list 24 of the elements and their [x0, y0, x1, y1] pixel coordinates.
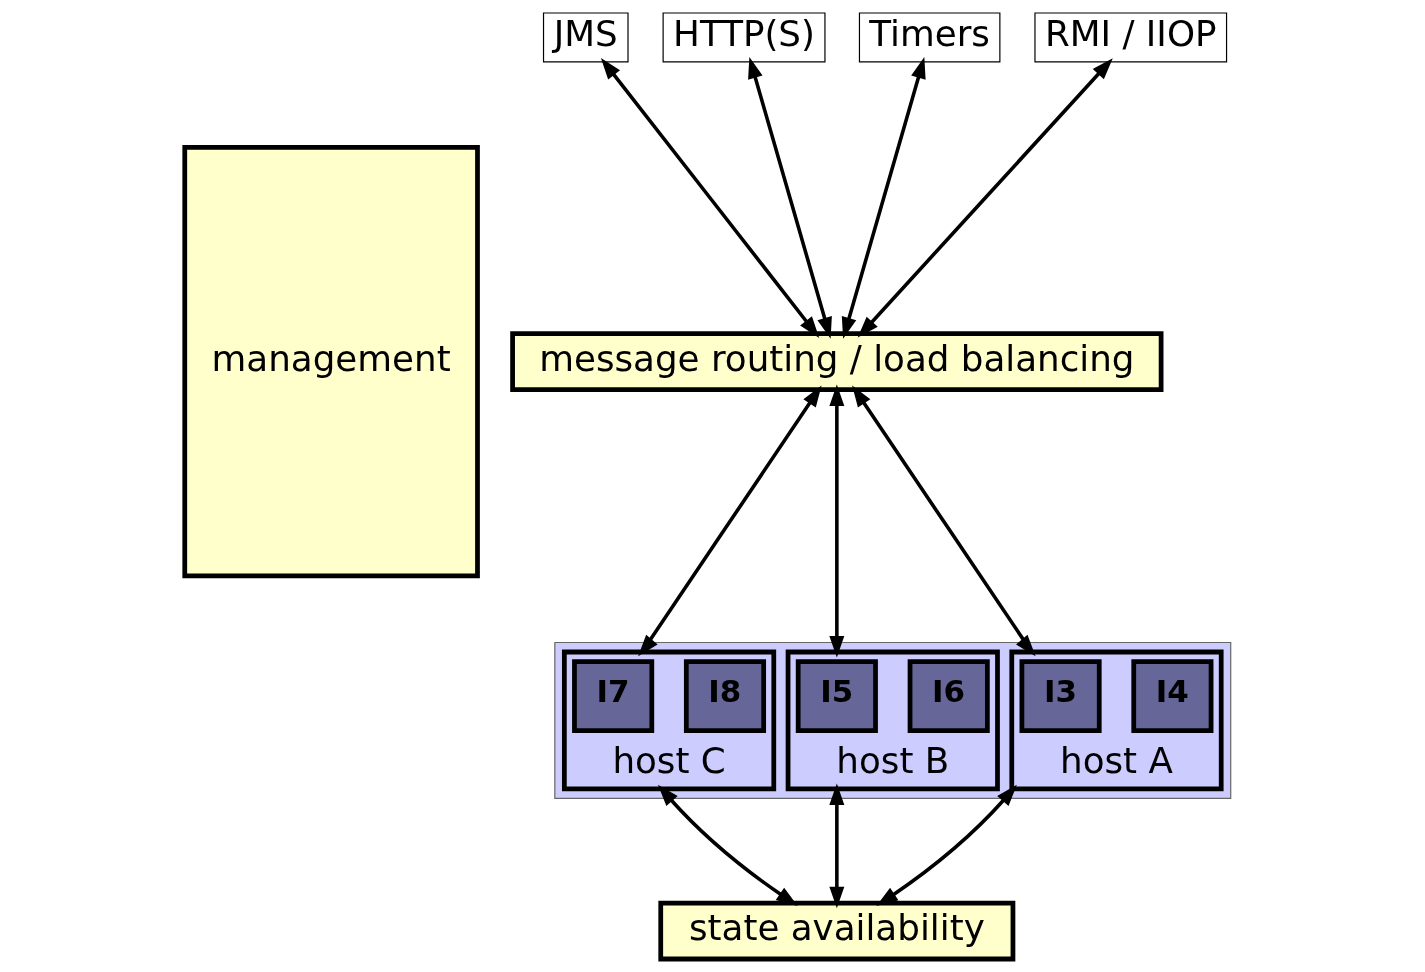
arrow — [748, 57, 832, 339]
node-box: I6 — [907, 659, 990, 733]
node-box: management — [182, 145, 480, 579]
arrow — [852, 385, 1036, 657]
arrow — [657, 784, 798, 906]
arrow — [829, 783, 845, 909]
arrow — [829, 384, 845, 658]
node-box: I4 — [1131, 659, 1214, 733]
node-box: Timers — [858, 12, 1001, 63]
node-box: JMS — [542, 12, 629, 63]
arrow — [638, 385, 822, 657]
node-box: HTTP(S) — [662, 12, 826, 63]
node-box: I3 — [1019, 659, 1102, 733]
arrow — [841, 57, 926, 339]
node-box: I7 — [572, 659, 655, 733]
node-box: I5 — [795, 659, 878, 733]
cluster — [554, 641, 1232, 799]
node-box: message routing / load balancing — [510, 331, 1164, 392]
arrow — [857, 58, 1113, 338]
node-box: state availability — [658, 900, 1016, 962]
arrow — [876, 784, 1017, 906]
node-box: RMI / IIOP — [1034, 12, 1228, 63]
arrow — [600, 58, 820, 338]
node-box: I8 — [683, 659, 767, 733]
